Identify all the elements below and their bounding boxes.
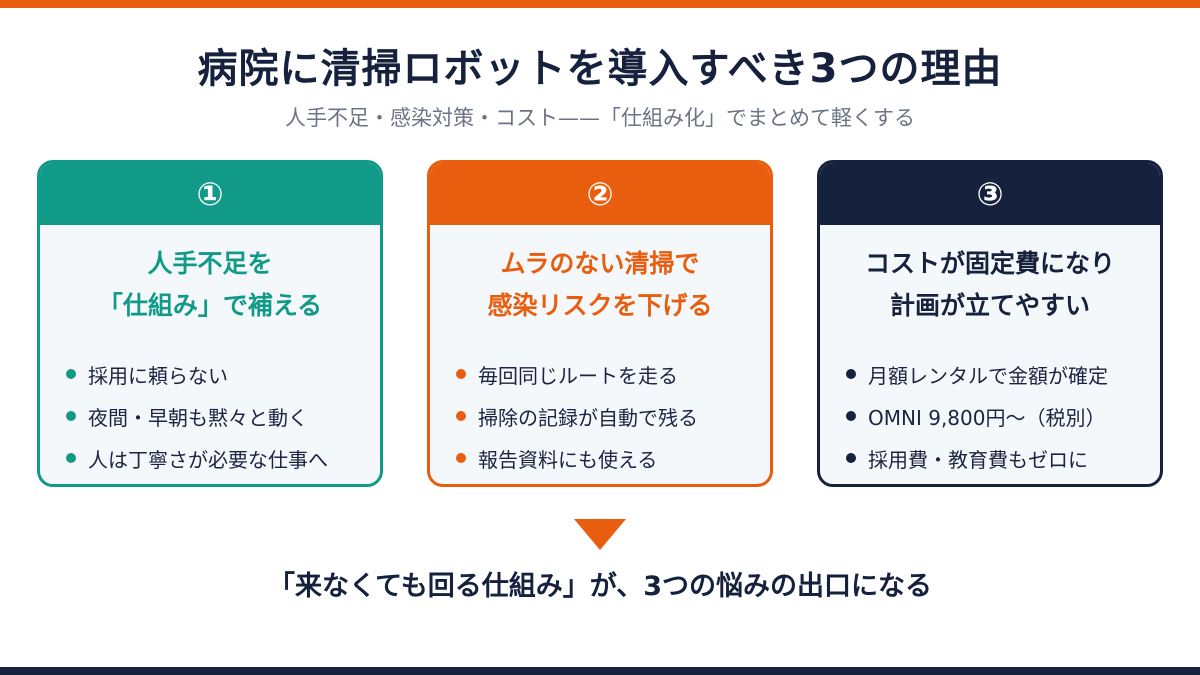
list-item: 月額レンタルで金額が確定 xyxy=(846,353,1160,395)
list-item-text: OMNI 9,800円〜（税別） xyxy=(868,405,1106,430)
list-item: OMNI 9,800円〜（税別） xyxy=(846,395,1160,437)
conclusion-text: 「来なくても回る仕組み」が、3つの悩みの出口になる xyxy=(267,571,933,602)
list-item-text: 毎回同じルートを走る xyxy=(478,363,678,388)
card-heading-line: コストが固定費になり xyxy=(864,249,1115,278)
page-title: 病院に清掃ロボットを導入すべき3つの理由 xyxy=(197,46,1003,92)
card-heading: ムラのない清掃で 感染リスクを下げる xyxy=(430,243,770,327)
card-number: ② xyxy=(586,175,614,213)
bullet-list: 月額レンタルで金額が確定 OMNI 9,800円〜（税別） 採用費・教育費もゼロ… xyxy=(820,353,1160,479)
reason-card-1: ① 人手不足を 「仕組み」で補える 採用に頼らない 夜間・早朝も黙々と動く 人は… xyxy=(37,160,383,487)
bullet-dot-icon xyxy=(66,411,76,421)
bullet-list: 採用に頼らない 夜間・早朝も黙々と動く 人は丁寧さが必要な仕事へ xyxy=(40,353,380,479)
card-heading: 人手不足を 「仕組み」で補える xyxy=(40,243,380,327)
list-item-text: 夜間・早朝も黙々と動く xyxy=(88,405,308,430)
bullet-dot-icon xyxy=(846,369,856,379)
down-arrow-icon xyxy=(574,519,626,550)
bullet-dot-icon xyxy=(846,453,856,463)
card-number: ③ xyxy=(976,175,1004,213)
bullet-dot-icon xyxy=(66,453,76,463)
list-item: 毎回同じルートを走る xyxy=(456,353,770,395)
bottom-accent-bar xyxy=(0,667,1200,675)
top-accent-bar xyxy=(0,0,1200,8)
bullet-dot-icon xyxy=(846,411,856,421)
card-heading-line: ムラのない清掃で xyxy=(500,249,700,278)
bullet-dot-icon xyxy=(456,411,466,421)
card-heading-line: 感染リスクを下げる xyxy=(487,291,713,320)
card-heading-line: 人手不足を xyxy=(147,249,273,278)
list-item-text: 報告資料にも使える xyxy=(478,447,658,472)
card-heading: コストが固定費になり 計画が立てやすい xyxy=(820,243,1160,327)
bullet-dot-icon xyxy=(66,369,76,379)
card-number: ① xyxy=(196,175,224,213)
list-item: 夜間・早朝も黙々と動く xyxy=(66,395,380,437)
card-header: ③ xyxy=(820,163,1160,225)
list-item-text: 月額レンタルで金額が確定 xyxy=(868,363,1108,388)
card-heading-line: 「仕組み」で補える xyxy=(97,291,323,320)
bullet-list: 毎回同じルートを走る 掃除の記録が自動で残る 報告資料にも使える xyxy=(430,353,770,479)
page-subtitle: 人手不足・感染対策・コスト——「仕組み化」でまとめて軽くする xyxy=(285,106,915,130)
card-heading-line: 計画が立てやすい xyxy=(889,291,1090,320)
list-item: 掃除の記録が自動で残る xyxy=(456,395,770,437)
list-item-text: 採用に頼らない xyxy=(88,363,228,388)
list-item: 採用費・教育費もゼロに xyxy=(846,437,1160,479)
card-header: ① xyxy=(40,163,380,225)
list-item: 人は丁寧さが必要な仕事へ xyxy=(66,437,380,479)
card-header: ② xyxy=(430,163,770,225)
reason-card-2: ② ムラのない清掃で 感染リスクを下げる 毎回同じルートを走る 掃除の記録が自動… xyxy=(427,160,773,487)
list-item: 報告資料にも使える xyxy=(456,437,770,479)
list-item-text: 掃除の記録が自動で残る xyxy=(478,405,698,430)
reason-card-3: ③ コストが固定費になり 計画が立てやすい 月額レンタルで金額が確定 OMNI … xyxy=(817,160,1163,487)
bullet-dot-icon xyxy=(456,453,466,463)
list-item-text: 人は丁寧さが必要な仕事へ xyxy=(88,447,328,472)
list-item: 採用に頼らない xyxy=(66,353,380,395)
list-item-text: 採用費・教育費もゼロに xyxy=(868,447,1088,472)
bullet-dot-icon xyxy=(456,369,466,379)
